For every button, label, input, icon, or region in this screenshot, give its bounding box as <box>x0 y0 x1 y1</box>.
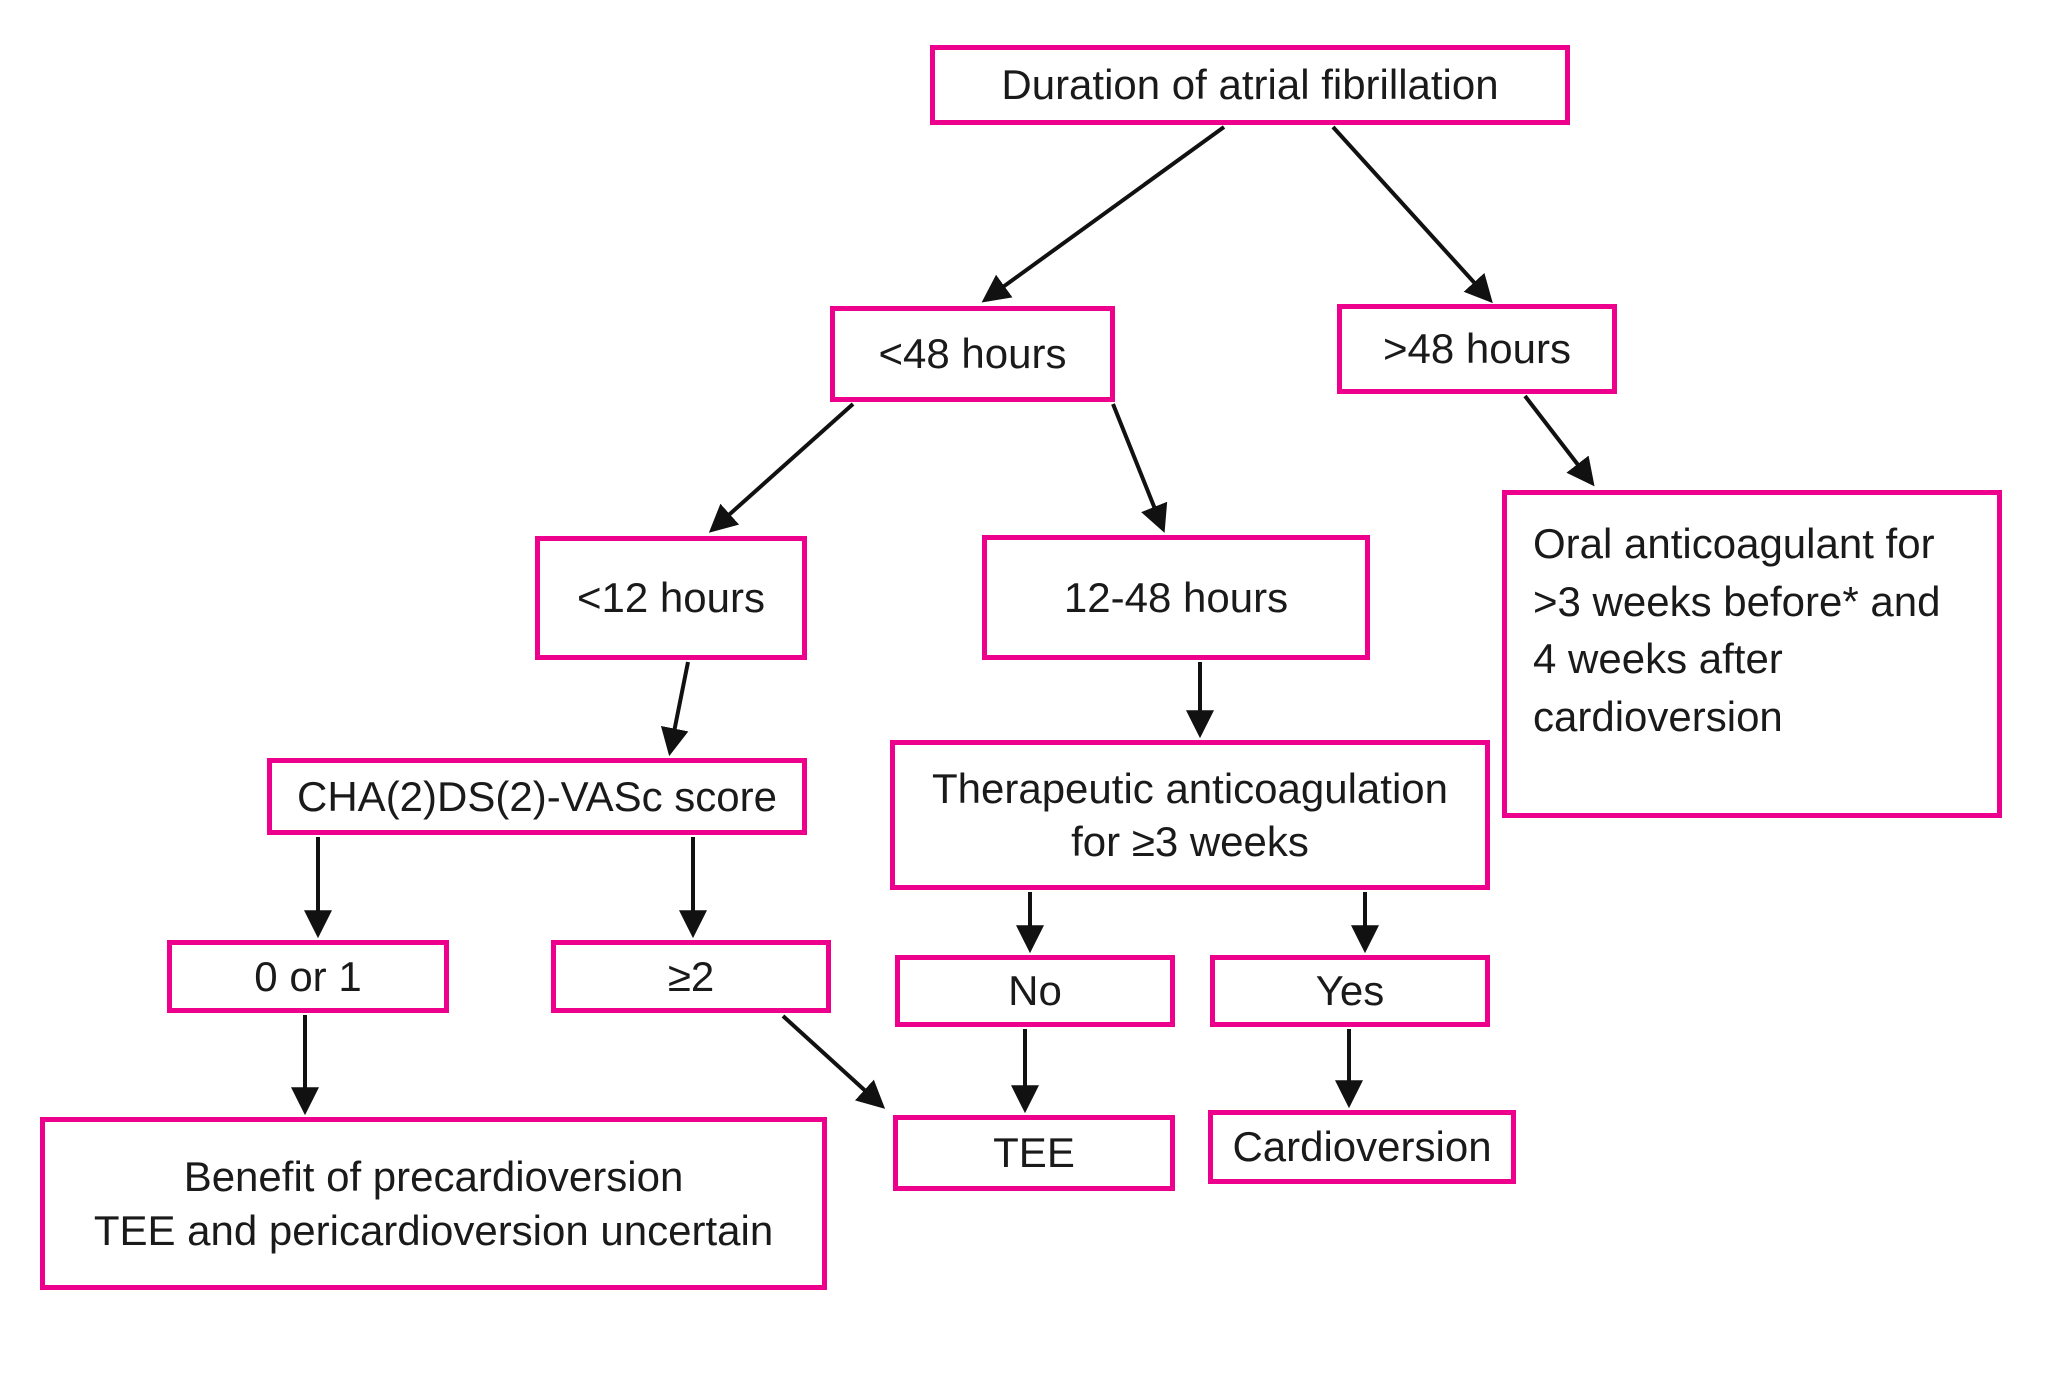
node-no: No <box>895 955 1175 1027</box>
node-therapeutic-anticoagulation: Therapeutic anticoagulation for ≥3 weeks <box>890 740 1490 890</box>
edge-less48-to-less12 <box>708 402 855 533</box>
edge-less48-to-h12_48 <box>1111 403 1168 533</box>
node-oral-anticoagulant-label: Oral anticoagulant for >3 weeks before* … <box>1533 520 1941 740</box>
node-greater-48-hours: >48 hours <box>1337 304 1617 394</box>
node-score-geq-2: ≥2 <box>551 940 831 1013</box>
node-score-0-or-1: 0 or 1 <box>167 940 449 1013</box>
node-duration-label: Duration of atrial fibrillation <box>1001 61 1499 109</box>
node-cardioversion: Cardioversion <box>1208 1110 1516 1184</box>
node-less-48-hours: <48 hours <box>830 306 1115 402</box>
edge-duration-to-greater48 <box>1331 125 1493 304</box>
edge-less12-to-cha <box>660 661 690 757</box>
node-score-geq-2-label: ≥2 <box>667 952 715 1000</box>
edge-greater48-to-oral <box>1523 394 1595 487</box>
node-12-48-hours-label: 12-48 hours <box>1063 573 1289 621</box>
node-benefit-uncertain-label: Benefit of precardioversion TEE and peri… <box>93 1153 774 1254</box>
edge-geq2-to-tee <box>781 1014 886 1109</box>
node-chads-vasc-score: CHA(2)DS(2)-VASc score <box>267 758 807 835</box>
node-tee: TEE <box>893 1115 1175 1191</box>
node-duration: Duration of atrial fibrillation <box>930 45 1570 125</box>
node-less-12-hours: <12 hours <box>535 536 807 660</box>
node-therapeutic-anticoagulation-label: Therapeutic anticoagulation for ≥3 weeks <box>931 764 1449 865</box>
node-12-48-hours: 12-48 hours <box>982 535 1370 660</box>
edge-duration-to-less48 <box>981 125 1226 303</box>
node-greater-48-hours-label: >48 hours <box>1383 325 1571 373</box>
node-less-12-hours-label: <12 hours <box>577 574 765 622</box>
node-tee-label: TEE <box>993 1129 1075 1177</box>
node-oral-anticoagulant: Oral anticoagulant for >3 weeks before* … <box>1502 490 2002 818</box>
node-score-0-or-1-label: 0 or 1 <box>254 952 362 1000</box>
node-less-48-hours-label: <48 hours <box>878 330 1067 378</box>
node-cardioversion-label: Cardioversion <box>1232 1123 1492 1171</box>
node-chads-vasc-score-label: CHA(2)DS(2)-VASc score <box>297 772 777 820</box>
node-yes: Yes <box>1210 955 1490 1027</box>
node-no-label: No <box>1008 967 1062 1015</box>
node-yes-label: Yes <box>1315 967 1385 1015</box>
node-benefit-uncertain: Benefit of precardioversion TEE and peri… <box>40 1117 827 1290</box>
